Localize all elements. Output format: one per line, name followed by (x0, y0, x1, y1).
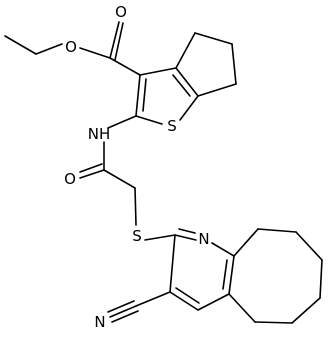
bond-o-carbonyl (79, 47, 111, 59)
atom-thioether-sulfur: S (132, 227, 142, 245)
bond-c7-c6 (319, 259, 323, 299)
bond-c9-c8 (257, 228, 297, 233)
bond-c3-c3a (139, 67, 177, 76)
bond-lines (4, 21, 323, 324)
atom-ester-carbonyl-oxygen: O (115, 3, 127, 21)
bond-ethyl-ch3-ch2 (4, 35, 37, 55)
bond-s-c6a (179, 95, 199, 121)
bond-c9a-c4a-a (228, 255, 235, 295)
bond-amide-double-b (79, 163, 103, 173)
bond-c4-c3-a (169, 291, 199, 311)
bond-ch2-s (134, 187, 137, 226)
bond-c4a-c4 (197, 293, 230, 311)
atom-amide-oxygen: O (64, 170, 76, 188)
bond-c2-s (135, 115, 163, 125)
bond-carbonyl-double-a (109, 21, 120, 59)
bond-c4b-c4a (228, 293, 256, 323)
bond-c4-c5 (194, 32, 233, 45)
bond-ethyl-ch2-o (35, 43, 63, 55)
bond-triple-a (109, 305, 137, 318)
bond-amide-double-a (79, 169, 105, 179)
bond-c2-nh (107, 115, 137, 129)
atom-labels: O O S NH O S N N (64, 3, 210, 331)
bond-pyc2-n-a (174, 234, 197, 241)
bond-carbonyl-c3 (109, 57, 141, 76)
atom-thiophene-sulfur: S (167, 117, 177, 135)
bond-c5-c4b (254, 321, 293, 324)
bond-c9a-c9 (233, 228, 259, 257)
bond-c4-c3-b (175, 287, 200, 304)
bond-c3-cn (135, 291, 171, 307)
bond-carbonyl-double-b (114, 22, 124, 61)
bond-n-c9a (211, 242, 235, 257)
bond-c6-c6a (197, 83, 237, 97)
bond-amide-ch2 (103, 169, 136, 189)
bond-triple-b (107, 300, 135, 313)
bond-c5-c6 (231, 43, 237, 85)
bond-c8-c7 (295, 231, 323, 261)
bond-c3-pyc2 (169, 234, 176, 293)
bond-c6-c5 (291, 297, 321, 324)
bond-c6a-c3a-a (175, 67, 199, 97)
bond-c3-c2-b (142, 78, 147, 112)
bond-c6a-c3a-b (172, 74, 191, 97)
bond-c9a-c4a-b (222, 259, 228, 290)
bond-c3-c2-a (135, 74, 141, 117)
atom-pyridine-nitrogen: N (198, 230, 209, 248)
atom-nitrile-nitrogen: N (94, 313, 105, 331)
bond-triple-c (111, 310, 139, 323)
bond-pyc2-n-b (178, 228, 196, 234)
bond-c3a-c4 (175, 32, 196, 69)
bond-s-pyc2 (144, 234, 176, 241)
atom-amide-nh: NH (88, 125, 111, 143)
atom-ester-oxygen: O (65, 38, 77, 56)
